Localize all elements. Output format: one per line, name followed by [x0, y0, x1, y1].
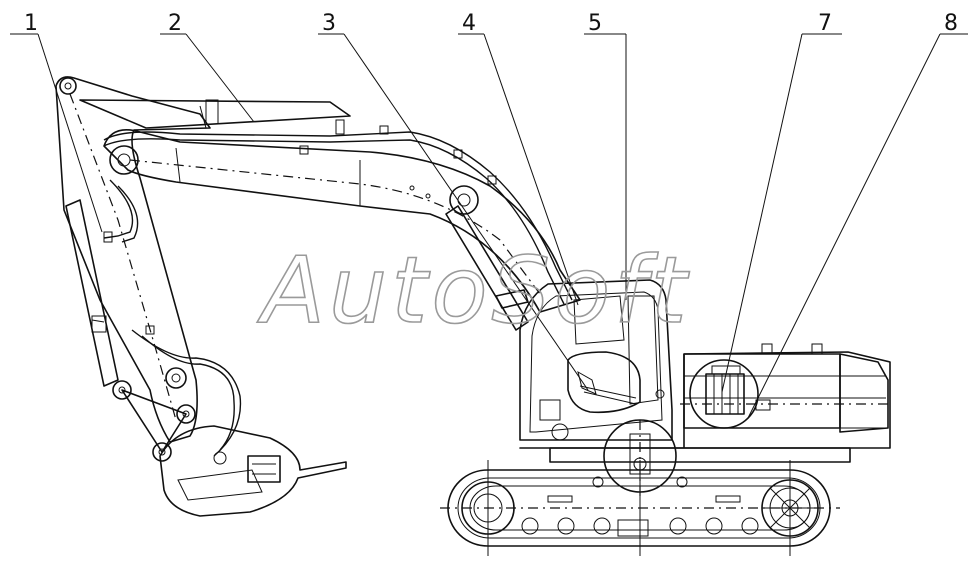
hydraulic-hoses — [103, 125, 597, 457]
callout-2: 2 — [160, 11, 255, 123]
boom-cylinder-pivot — [449, 185, 479, 215]
callout-label-7: 7 — [818, 11, 832, 36]
arm-cylinder — [79, 99, 351, 129]
boom-cylinder — [445, 205, 529, 331]
callout-8: 8 — [747, 11, 968, 419]
watermark: AutoSoft — [257, 237, 691, 344]
control-valve — [689, 359, 759, 429]
boom — [103, 129, 581, 331]
callout-label-2: 2 — [168, 11, 182, 36]
boom-arm-pivot — [109, 145, 139, 175]
callout-label-4: 4 — [462, 11, 476, 36]
hydraulic-hammer — [159, 425, 347, 517]
track-assembly — [440, 460, 840, 556]
callouts: 1 2 3 4 5 7 8 — [10, 11, 968, 419]
callout-label-1: 1 — [24, 11, 38, 36]
arm — [55, 76, 351, 443]
callout-1: 1 — [10, 11, 103, 233]
callout-7: 7 — [721, 11, 842, 393]
track-rollers — [521, 517, 759, 535]
callout-label-8: 8 — [944, 11, 958, 36]
callout-label-3: 3 — [322, 11, 336, 36]
callout-4: 4 — [458, 11, 579, 306]
operator-seat — [567, 351, 641, 414]
upper-structure — [519, 343, 891, 500]
callout-5: 5 — [584, 11, 627, 300]
hammer-coupling — [247, 455, 281, 483]
bucket-cylinder — [65, 199, 196, 462]
callout-3: 3 — [318, 11, 589, 391]
callout-label-5: 5 — [588, 11, 602, 36]
